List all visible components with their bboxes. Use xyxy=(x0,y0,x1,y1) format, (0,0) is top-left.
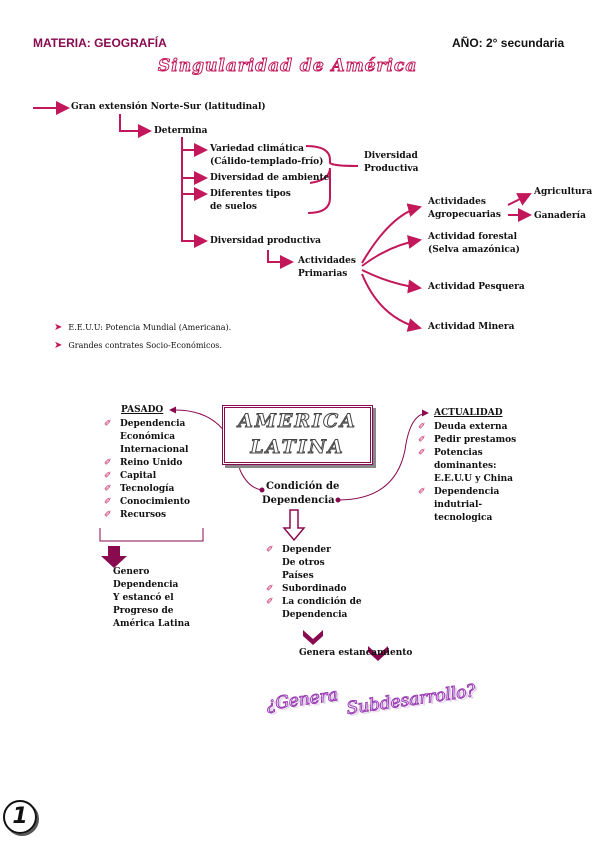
note-2: ➤Grandes contrates Socio-Económicos. xyxy=(54,340,222,351)
pasado-title: PASADO xyxy=(121,405,164,415)
condicion-title-2: Dependencia xyxy=(262,495,335,506)
page-title: Singularidad de América xyxy=(157,56,418,77)
actualidad-title: ACTUALIDAD xyxy=(434,408,503,418)
america-latina-line1: AMERICA xyxy=(238,410,357,433)
note-1: ➤E.E.U.U: Potencia Mundial (Americana). xyxy=(54,322,232,333)
pasado-result-4: Progreso de xyxy=(113,606,174,616)
node-agropecuarias: Actividades xyxy=(428,197,486,207)
subject-header: MATERIA: GEOGRAFÍA xyxy=(33,36,167,50)
genera-estancamiento: Genera estancamiento xyxy=(299,648,413,658)
list-item: Dependencia Económica Internacional xyxy=(104,418,200,457)
list-item: La condición de Dependencia xyxy=(266,596,372,622)
node-forestal-2: (Selva amazónica) xyxy=(428,245,520,255)
node-agropecuarias-2: Agropecuarias xyxy=(428,210,501,220)
pasado-result-3: Y estancó el xyxy=(113,593,174,603)
list-item: Tecnología xyxy=(104,483,214,496)
list-item: Pedir prestamos xyxy=(418,434,523,447)
year-header: AÑO: 2° secundaria xyxy=(452,36,565,50)
node-actividades-primarias: Actividades xyxy=(298,256,356,266)
node-variedad-climatica: Variedad climática xyxy=(210,144,304,154)
node-diversidad-group: Diversidad xyxy=(364,151,418,161)
node-determina: Determina xyxy=(154,126,208,136)
arrow-bullet-icon: ➤ xyxy=(54,322,63,333)
list-item: Capital xyxy=(104,470,214,483)
arrow-bullet-icon: ➤ xyxy=(54,340,63,351)
america-latina-box: AMERICA LATINA xyxy=(222,405,373,465)
actualidad-list: Deuda externa Pedir prestamos Potencias … xyxy=(418,421,523,525)
pasado-result-5: América Latina xyxy=(113,619,190,629)
list-item: Reino Unido xyxy=(104,457,214,470)
node-diversidad-ambiente: Diversidad de ambiente xyxy=(210,173,330,183)
list-item: Conocimiento xyxy=(104,496,214,509)
pasado-list: Dependencia Económica Internacional Rein… xyxy=(104,418,214,522)
list-item: Potencias dominantes: E.E.U.U y China xyxy=(418,447,514,486)
node-diversidad-productiva: Diversidad productiva xyxy=(210,236,321,246)
node-root: Gran extensión Norte-Sur (latitudinal) xyxy=(71,102,266,112)
node-diferentes-suelos: Diferentes tipos xyxy=(210,189,291,199)
condicion-list: Depender De otros Países Subordinado La … xyxy=(266,544,376,622)
node-forestal: Actividad forestal xyxy=(428,232,518,242)
pasado-result-1: Genero xyxy=(113,567,150,577)
list-item: Recursos xyxy=(104,509,214,522)
list-item: Depender De otros Países xyxy=(266,544,337,583)
node-agricultura: Agricultura xyxy=(534,187,593,197)
list-item: Dependencia indutrial-tecnologica xyxy=(418,486,514,525)
node-ganaderia: Ganadería xyxy=(534,211,586,221)
america-latina-line2: LATINA xyxy=(250,436,345,459)
list-item: Subordinado xyxy=(266,583,376,596)
node-actividades-primarias-2: Primarias xyxy=(298,269,348,279)
node-minera: Actividad Minera xyxy=(428,322,515,332)
node-pesquera: Actividad Pesquera xyxy=(428,282,525,292)
condicion-title-1: Condición de xyxy=(266,481,340,492)
node-diversidad-group-2: Productiva xyxy=(364,164,419,174)
node-variedad-climatica-detail: (Cálido-templado-frío) xyxy=(210,157,324,167)
node-diferentes-suelos-2: de suelos xyxy=(210,202,257,212)
page-number: 1 xyxy=(3,800,37,834)
pasado-result-2: Dependencia xyxy=(113,580,179,590)
list-item: Deuda externa xyxy=(418,421,523,434)
